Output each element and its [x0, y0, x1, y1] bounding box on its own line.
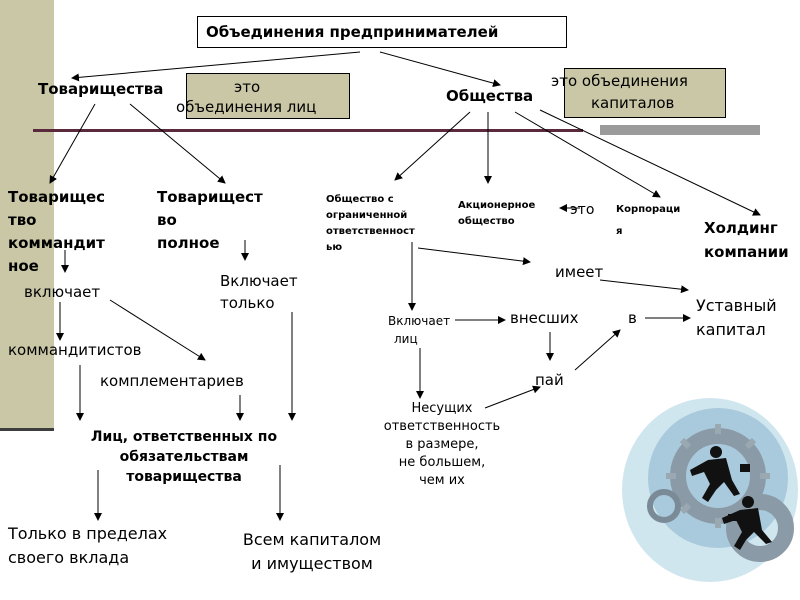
- corporation-line: Корпораци: [616, 204, 681, 215]
- bearing-line: в размере,: [405, 437, 479, 452]
- all-capital-line: и имуществом: [251, 554, 373, 573]
- note-persons-2: объединения лиц: [176, 98, 317, 116]
- label-v: в: [628, 309, 637, 327]
- node-llc: Общество с ограниченной ответственност ь…: [326, 192, 415, 256]
- label-includes-persons: Включает лиц: [388, 312, 450, 348]
- node-liable-persons: Лиц, ответственных по обязательствам тов…: [68, 427, 300, 487]
- includes-persons-line: лиц: [394, 332, 418, 346]
- liable-persons-line: Лиц, ответственных по: [90, 429, 278, 445]
- only-within-line: своего вклада: [8, 548, 130, 567]
- node-limited-partnership: Товарищес тво коммандит ное: [8, 186, 105, 278]
- note-capitals-2: капиталов: [591, 94, 675, 112]
- node-only-within: Только в пределах своего вклада: [8, 522, 167, 570]
- node-partnerships: Товарищества: [38, 80, 164, 98]
- holding-line: компании: [704, 243, 789, 261]
- liable-persons-line: товарищества: [126, 469, 242, 485]
- note-box-capitals: это объединения капиталов: [551, 68, 726, 118]
- gears-businessmen-illustration: [622, 398, 798, 582]
- label-includes: включает: [24, 283, 101, 301]
- bearing-line: ответственность: [383, 419, 501, 434]
- corporation-line: я: [616, 226, 623, 237]
- node-complementaries: комплементариев: [100, 372, 244, 390]
- jsc-line: общество: [458, 216, 515, 227]
- node-general-partnership: Товарищест во полное: [157, 186, 263, 255]
- holding-line: Холдинг: [704, 219, 778, 237]
- label-share: пай: [535, 371, 564, 389]
- general-partnership-line: Товарищест: [157, 188, 263, 206]
- note-capitals-1: это объединения: [551, 72, 688, 90]
- includes-only-line: только: [220, 294, 275, 312]
- bearing-line: не большем,: [398, 455, 486, 470]
- includes-only-line: Включает: [220, 272, 298, 290]
- llc-line: ограниченной: [326, 210, 408, 221]
- label-contributed: внесших: [510, 309, 579, 327]
- llc-line: Общество с: [326, 194, 394, 205]
- liable-persons-line: обязательствам: [119, 449, 249, 465]
- label-eto: это: [570, 202, 595, 218]
- jsc-line: Акционерное: [458, 200, 536, 211]
- includes-persons-line: Включает: [388, 314, 451, 328]
- node-commanditists: коммандитистов: [8, 341, 142, 359]
- divider-line: [33, 129, 583, 132]
- charter-capital-line: капитал: [696, 320, 766, 339]
- general-partnership-line: полное: [157, 234, 220, 252]
- llc-line: ью: [326, 242, 343, 253]
- title-box: Объединения предпринимателей: [197, 16, 567, 48]
- sidebar-decoration: [0, 0, 54, 428]
- node-corporation: Корпораци я: [616, 199, 680, 243]
- limited-partnership-line: коммандит: [8, 234, 105, 252]
- node-societies: Общества: [446, 87, 534, 105]
- llc-line: ответственност: [326, 226, 415, 237]
- all-capital-line: Всем капиталом: [242, 530, 382, 549]
- node-all-capital: Всем капиталом и имуществом: [226, 528, 398, 576]
- note-box-persons: [186, 73, 350, 119]
- limited-partnership-line: ное: [8, 257, 39, 275]
- node-jsc: Акционерное общество: [458, 198, 535, 230]
- label-includes-only: Включает только: [220, 270, 298, 314]
- diagram-title: Объединения предпринимателей: [206, 23, 499, 41]
- note-persons-1: это: [234, 78, 261, 96]
- label-has: имеет: [555, 263, 604, 281]
- node-charter-capital: Уставный капитал: [696, 294, 777, 342]
- only-within-line: Только в пределах: [8, 524, 168, 543]
- sidebar-underline: [0, 428, 54, 431]
- limited-partnership-line: Товарищес: [8, 188, 106, 206]
- node-holding: Холдинг компании: [704, 216, 789, 264]
- node-bearing: Несущих ответственность в размере, не бо…: [364, 400, 520, 490]
- limited-partnership-line: тво: [8, 211, 37, 229]
- bearing-line: Несущих: [411, 401, 473, 416]
- general-partnership-line: во: [157, 211, 177, 229]
- gray-bar: [600, 125, 760, 135]
- charter-capital-line: Уставный: [696, 296, 777, 315]
- bearing-line: чем их: [419, 473, 465, 488]
